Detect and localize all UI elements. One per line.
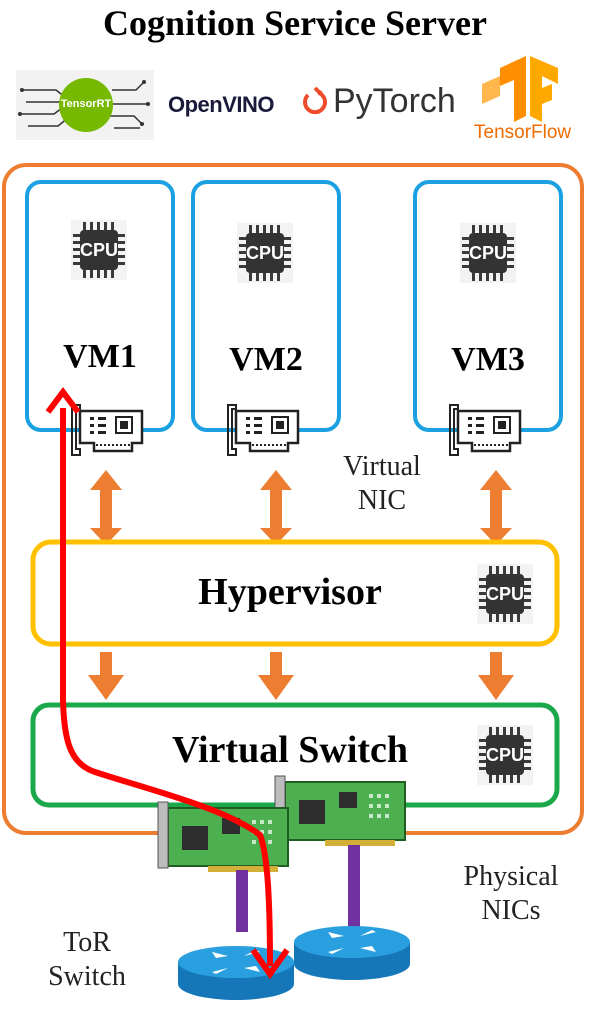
virtual-switch-label: Virtual Switch bbox=[171, 729, 409, 771]
physical-nics-label: Physical NICs bbox=[436, 860, 586, 928]
vm1-virtual-nic-icon bbox=[70, 403, 144, 457]
tensorflow-icon bbox=[482, 56, 558, 122]
cable-1 bbox=[236, 870, 248, 932]
virtual-switch-cpu-label: CPU bbox=[485, 745, 524, 765]
hypervisor-switch-arrows bbox=[88, 652, 514, 700]
pytorch-flame-icon bbox=[303, 86, 327, 115]
vm1-label: VM1 bbox=[63, 338, 137, 375]
vm3-box bbox=[413, 180, 563, 432]
packet-path bbox=[60, 408, 273, 967]
vm2-box bbox=[191, 180, 341, 432]
circuit-lines-icon bbox=[18, 78, 150, 132]
vm-hypervisor-arrows bbox=[90, 470, 512, 545]
tensorrt-label: TensorRT bbox=[60, 98, 112, 110]
hypervisor-cpu-label: CPU bbox=[485, 584, 524, 604]
vm3-cpu-label: CPU bbox=[468, 243, 507, 263]
cable-2 bbox=[348, 845, 360, 930]
packet-path-down-arrowhead bbox=[250, 948, 290, 980]
tensorrt-logo: TensorRT bbox=[16, 70, 154, 140]
tor-router-2-icon bbox=[294, 926, 410, 980]
pytorch-label: PyTorch bbox=[333, 82, 456, 120]
physical-nics-label-line1: Physical bbox=[463, 861, 559, 892]
tensorflow-logo: TensorFlow bbox=[474, 56, 588, 148]
virtual-nic-label: Virtual NIC bbox=[322, 450, 442, 518]
tor-switch-label-line2: Switch bbox=[48, 961, 126, 992]
tor-switch-label-line1: ToR bbox=[63, 927, 111, 958]
vm2-cpu-label: CPU bbox=[245, 243, 284, 263]
vm3-label: VM3 bbox=[451, 341, 525, 378]
openvino-logo: OpenVINO bbox=[168, 92, 275, 117]
vm2-label: VM2 bbox=[229, 341, 303, 378]
packet-path-up-arrowhead bbox=[45, 387, 81, 414]
vm3-virtual-nic-icon bbox=[448, 403, 522, 457]
vm1-box bbox=[25, 180, 175, 432]
tor-switch-label: ToR Switch bbox=[22, 926, 152, 994]
physical-nics-label-line2: NICs bbox=[481, 895, 541, 926]
diagram-title: Cognition Service Server bbox=[103, 3, 487, 43]
tensorflow-label: TensorFlow bbox=[474, 122, 572, 143]
tor-router-1-icon bbox=[178, 946, 294, 1000]
vm1-cpu-label: CPU bbox=[79, 240, 118, 260]
virtual-nic-label-line1: Virtual bbox=[343, 451, 421, 482]
hypervisor-box bbox=[30, 539, 560, 647]
hypervisor-label: Hypervisor bbox=[198, 571, 382, 613]
virtual-nic-label-line2: NIC bbox=[357, 485, 407, 516]
vm2-virtual-nic-icon bbox=[226, 403, 300, 457]
physical-nic-2-icon bbox=[274, 775, 406, 847]
